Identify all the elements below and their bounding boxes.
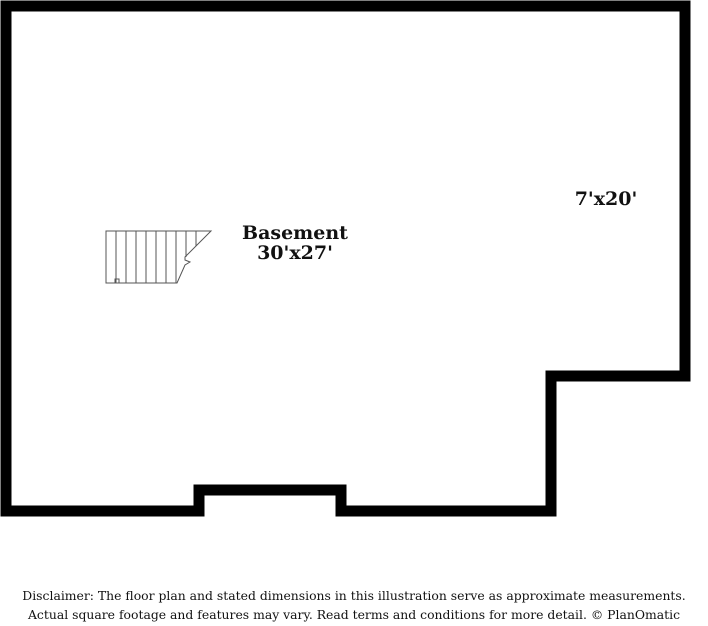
room-dimensions: 30'x27' bbox=[257, 241, 333, 264]
disclaimer-line-1: Disclaimer: The floor plan and stated di… bbox=[22, 588, 686, 603]
exterior-wall bbox=[0, 0, 691, 517]
stair-outline bbox=[105, 230, 213, 284]
floor-plan bbox=[0, 0, 691, 517]
stair-newel bbox=[114, 278, 120, 284]
staircase bbox=[105, 230, 213, 284]
room-name: Basement bbox=[242, 222, 348, 244]
room-label-alcove: 7'x20' bbox=[558, 188, 654, 210]
room-dimensions: 7'x20' bbox=[574, 188, 638, 210]
room-label-basement: Basement 30'x27' bbox=[220, 222, 370, 264]
disclaimer: Disclaimer: The floor plan and stated di… bbox=[0, 586, 708, 624]
disclaimer-line-2: Actual square footage and features may v… bbox=[27, 607, 681, 622]
